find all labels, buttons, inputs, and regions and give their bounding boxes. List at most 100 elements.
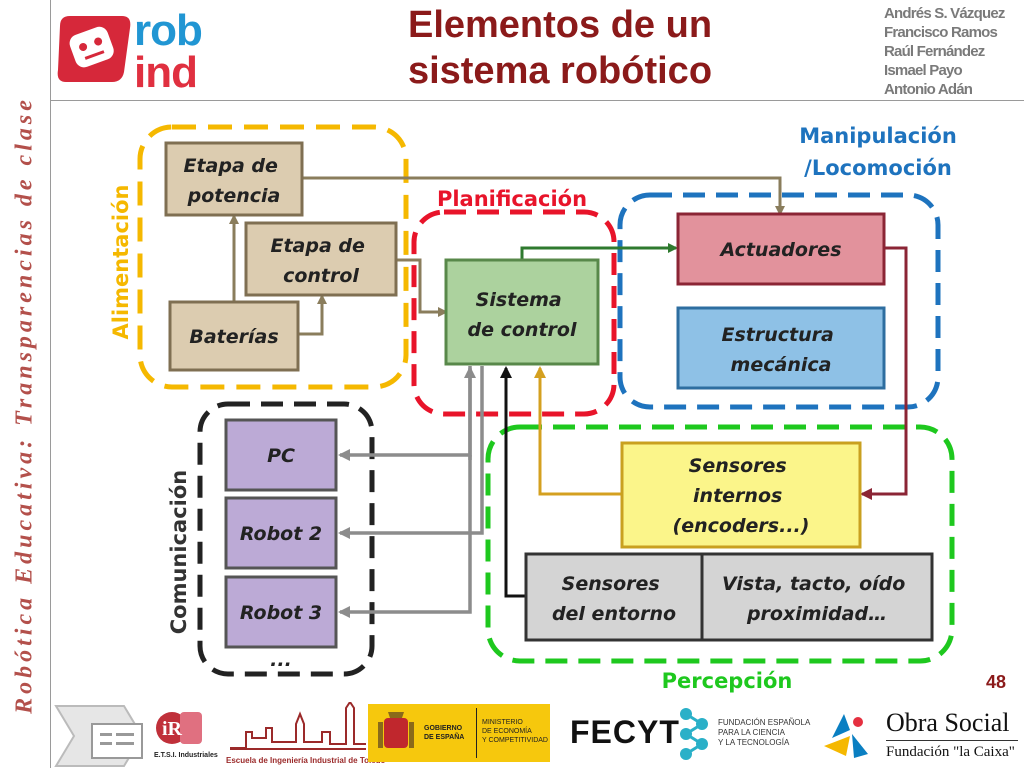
page-title: Elementos de un sistema robótico — [360, 2, 760, 94]
group-comunicacion-border — [197, 401, 375, 677]
logo-line-2: ind — [134, 48, 198, 97]
next-slide-arrow-icon[interactable] — [54, 702, 144, 768]
author: Raúl Fernández — [884, 43, 985, 60]
svg-text:Robot 3: Robot 3 — [240, 602, 322, 624]
ministerio-line: Y COMPETITIVIDAD — [482, 737, 548, 744]
node-vista-l1: Vista, tacto, oído — [722, 573, 905, 595]
node-sensores-entorno — [524, 552, 704, 642]
node-etapa-control — [244, 221, 398, 297]
node-etapa-potencia — [164, 141, 304, 217]
gobierno-label: GOBIERNO DE ESPAÑA — [424, 724, 464, 742]
gobierno-line: DE ESPAÑA — [424, 734, 465, 741]
escuela-label: Escuela de Ingeniería Industrial de Tole… — [226, 756, 386, 765]
sidebar-divider — [50, 0, 51, 768]
svg-text:Sistema de control: Sistema de control — [468, 289, 577, 341]
node-baterias-label: Baterías — [189, 326, 278, 348]
svg-text:Etapa de control: Etapa de control — [270, 235, 371, 287]
arrow-internos-sistema — [534, 366, 622, 496]
escuela-logo: Escuela de Ingeniería Industrial de Tole… — [226, 700, 385, 768]
group-label-manipulacion-2: /Locomoción — [804, 156, 952, 180]
node-pc-label: PC — [267, 445, 295, 467]
coat-of-arms-icon — [378, 712, 414, 748]
obra-social-label: Obra Social — [886, 708, 1010, 737]
robind-logo — [52, 8, 242, 98]
group-label-manipulacion-1: Manipulación — [799, 124, 957, 148]
robind-wordmark: rob ind — [134, 9, 203, 97]
arrow-sistema-robot3 — [338, 455, 472, 618]
node-vista-l2: proximidad… — [746, 603, 887, 625]
node-etapa-potencia-l1: Etapa de — [183, 155, 278, 177]
svg-text:Sensores internos (enc: Sensores internos (encoders...) — [673, 455, 810, 537]
toledo-skyline-icon — [230, 700, 366, 750]
node-estructura — [676, 306, 886, 390]
arrow-sistema-robot2 — [338, 366, 484, 539]
group-label-comunicacion: Comunicación — [167, 470, 191, 634]
header-divider — [50, 100, 1024, 101]
svg-text:Vista, tacto, oído proximi: Vista, tacto, oído proximidad… — [722, 573, 912, 625]
group-alimentacion-border — [137, 124, 409, 390]
svg-text:iR: iR — [162, 718, 183, 740]
author: Ismael Payo — [884, 62, 963, 79]
node-sistema-control-l2: de control — [468, 319, 577, 341]
group-label-percepcion: Percepción — [662, 669, 793, 693]
group-label-alimentacion: Alimentación — [109, 185, 133, 340]
author: Andrés S. Vázquez — [884, 5, 1005, 22]
fecyt-molecule-icon — [680, 708, 708, 760]
node-sistema-control-l1: Sistema — [476, 289, 562, 311]
node-sensores-internos-l2: internos — [693, 485, 782, 507]
comunicacion-ellipsis: ... — [270, 649, 292, 671]
node-estructura-l2: mecánica — [731, 354, 832, 376]
etsi-emblem-icon: iR — [156, 712, 202, 744]
node-baterias — [168, 300, 300, 372]
arrow-control-sistema — [396, 258, 448, 317]
node-vista — [700, 552, 934, 642]
node-etapa-potencia-l2: potencia — [187, 185, 281, 207]
ministerio-line: DE ECONOMÍA — [482, 728, 532, 735]
group-planificacion-border — [411, 209, 617, 417]
node-robot2 — [224, 496, 338, 570]
node-robot3-label: Robot 3 — [240, 602, 322, 624]
svg-text:Baterías: Baterías — [189, 326, 278, 348]
title-line-2: sistema robótico — [407, 50, 713, 92]
node-sensores-internos-l3: (encoders...) — [673, 515, 810, 537]
svg-text:Estructura mecánica: Estructura mecánica — [722, 324, 841, 376]
page-number: 48 — [986, 672, 1007, 692]
fundacion-line: FUNDACIÓN ESPAÑOLA — [718, 718, 811, 727]
node-sensores-internos — [620, 441, 862, 549]
author: Antonio Adán — [884, 81, 973, 98]
fundacion-label: FUNDACIÓN ESPAÑOLA PARA LA CIENCIA Y LA … — [718, 718, 810, 748]
la-caixa-label: Fundación "la Caixa" — [886, 744, 1015, 760]
node-sensores-internos-l1: Sensores — [689, 455, 787, 477]
node-etapa-control-l2: control — [283, 265, 359, 287]
gobierno-divider — [476, 708, 477, 758]
arrow-sistema-actuadores — [520, 243, 678, 260]
node-pc — [224, 418, 338, 492]
gobierno-logo: GOBIERNO DE ESPAÑA MINISTERIO DE ECONOMÍ… — [368, 704, 550, 762]
title-line-1: Elementos de un — [407, 4, 713, 46]
svg-text:Etapa de potencia: Etapa de potencia — [183, 155, 284, 207]
arrow-potencia-actuadores — [302, 176, 785, 216]
node-actuadores-label: Actuadores — [718, 239, 841, 261]
node-robot3 — [224, 575, 338, 649]
group-percepcion-border — [485, 424, 955, 664]
authors-list: Andrés S. Vázquez Francisco Ramos Raúl F… — [884, 4, 1024, 99]
footer: iR E.T.S.I. Industriales Escuela de Inge… — [50, 700, 1024, 768]
la-caixa-star-icon — [824, 714, 868, 758]
node-etapa-control-l1: Etapa de — [270, 235, 365, 257]
svg-text:Robot 2: Robot 2 — [240, 523, 322, 545]
gobierno-line: GOBIERNO — [424, 725, 463, 732]
author: Francisco Ramos — [884, 24, 998, 41]
node-actuadores — [676, 212, 886, 286]
etsi-logo: iR E.T.S.I. Industriales — [150, 702, 218, 768]
group-manipulacion-border — [617, 192, 941, 410]
robot-face-icon — [57, 16, 131, 82]
logo-line-1: rob — [134, 6, 203, 55]
svg-text:Actuadores: Actuadores — [718, 239, 841, 261]
svg-text:PC: PC — [267, 445, 295, 467]
node-sensores-entorno-l1: Sensores — [562, 573, 660, 595]
ministerio-line: MINISTERIO — [482, 719, 523, 726]
fundacion-line: PARA LA CIENCIA — [718, 728, 785, 737]
fecyt-wordmark: FECYT — [570, 714, 680, 750]
node-sensores-entorno-l2: del entorno — [552, 603, 676, 625]
